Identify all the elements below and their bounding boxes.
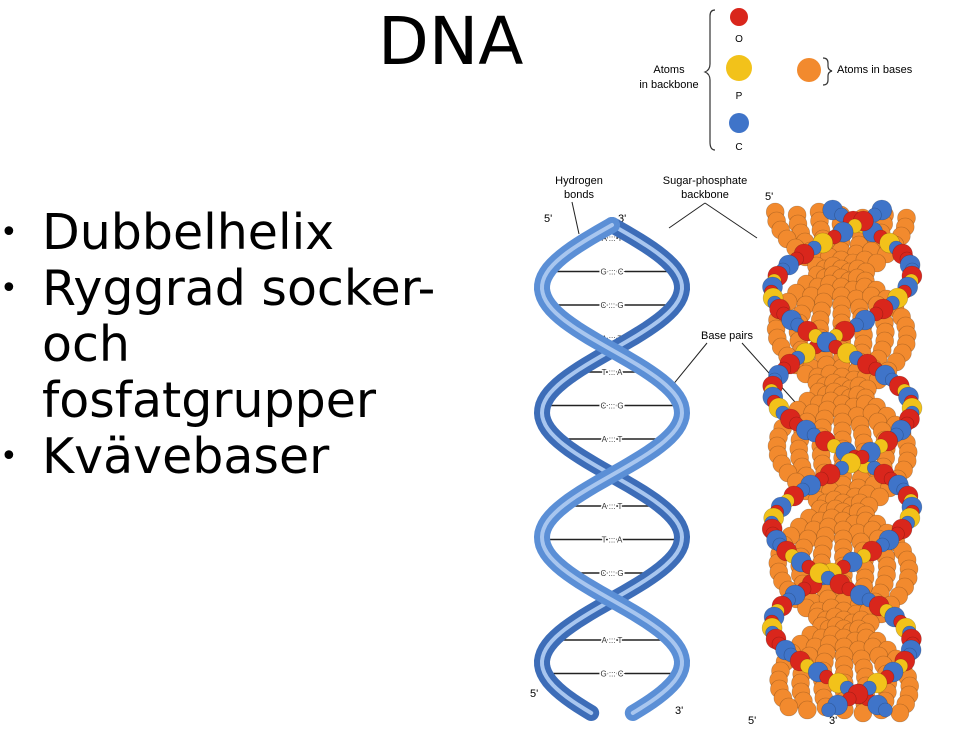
backbone-label: Sugar-phosphate <box>663 175 747 187</box>
bullet-text: Dubbelhelix <box>42 204 335 261</box>
legend-backbone-label: in backbone <box>639 79 698 91</box>
space-filling-helix <box>761 199 923 723</box>
bullet-item: • Dubbelhelix <box>0 205 435 261</box>
base-pair-label: A ::: T <box>602 636 623 645</box>
base-pair-label: C ::: G <box>600 569 623 578</box>
strand-end-label: 3' <box>829 715 837 727</box>
bullet-dot-icon: • <box>0 439 18 474</box>
hydrogen-bonds-label: bonds <box>564 189 594 201</box>
base-pair-label: A ::: T <box>602 502 623 511</box>
strand-end-label: 3' <box>618 213 626 225</box>
dna-structure-figure: Atoms in backbone O P C Atoms in bases H… <box>530 8 923 727</box>
base-pairs-label: Base pairs <box>701 330 753 342</box>
bullet-text: Kvävebaser <box>42 428 330 485</box>
legend-atom-p-label: P <box>736 91 743 102</box>
phosphorus-atom-icon <box>726 55 752 81</box>
base-pair-label: T ::: A <box>602 536 623 545</box>
base-atom <box>797 700 817 720</box>
legend-bases-label: Atoms in bases <box>837 64 913 76</box>
base-atom-icon <box>797 58 821 82</box>
slide-title: DNA <box>378 3 524 80</box>
strand-end-label: 3' <box>675 705 683 717</box>
base-pair-label: C ::: G <box>600 402 623 411</box>
carbon-atom-icon <box>729 113 749 133</box>
bullet-dot-icon: • <box>0 271 18 306</box>
atom-legend: Atoms in backbone O P C Atoms in bases <box>639 8 913 153</box>
base-pair-label: G ::: C <box>600 670 623 679</box>
bullet-item: • Kvävebaser <box>0 429 435 485</box>
base-pair-label: G ::: C <box>600 268 623 277</box>
base-pair-label: C ::: G <box>600 301 623 310</box>
backbone-ribbon-a-highlight <box>539 223 685 715</box>
legend-brace <box>703 9 716 151</box>
strand-end-label: 5' <box>544 213 552 225</box>
backbone-atom <box>878 702 893 718</box>
strand-end-label: 5' <box>765 191 773 203</box>
bullet-item: • Ryggrad socker- och fosfatgrupper <box>0 261 435 429</box>
legend-brace-bases <box>822 57 833 86</box>
legend-atom-c-label: C <box>735 142 742 153</box>
hydrogen-bonds-label: Hydrogen <box>555 175 603 187</box>
ribbon-double-helix: A ::: TG ::: CC ::: GA ::: TT ::: AC :::… <box>533 217 691 721</box>
backbone-ribbon-b-highlight <box>539 223 685 715</box>
base-atom <box>779 697 799 717</box>
base-atom <box>890 703 910 723</box>
legend-backbone-label: Atoms <box>653 64 685 76</box>
oxygen-atom-icon <box>730 8 748 26</box>
bullet-text: Ryggrad socker- och fosfatgrupper <box>42 260 436 429</box>
bullet-list: • Dubbelhelix • Ryggrad socker- och fosf… <box>0 205 435 485</box>
diagram-labels: Hydrogen bonds Sugar-phosphate backbone … <box>530 175 878 727</box>
legend-atom-o-label: O <box>735 34 743 45</box>
base-pair-label: T ::: A <box>602 368 623 377</box>
backbone-atom <box>821 702 836 718</box>
strand-end-label: 5' <box>530 688 538 700</box>
backbone-label: backbone <box>681 189 729 201</box>
strand-end-label: 5' <box>748 715 756 727</box>
base-pair-label: A ::: T <box>602 435 623 444</box>
bullet-dot-icon: • <box>0 215 18 250</box>
